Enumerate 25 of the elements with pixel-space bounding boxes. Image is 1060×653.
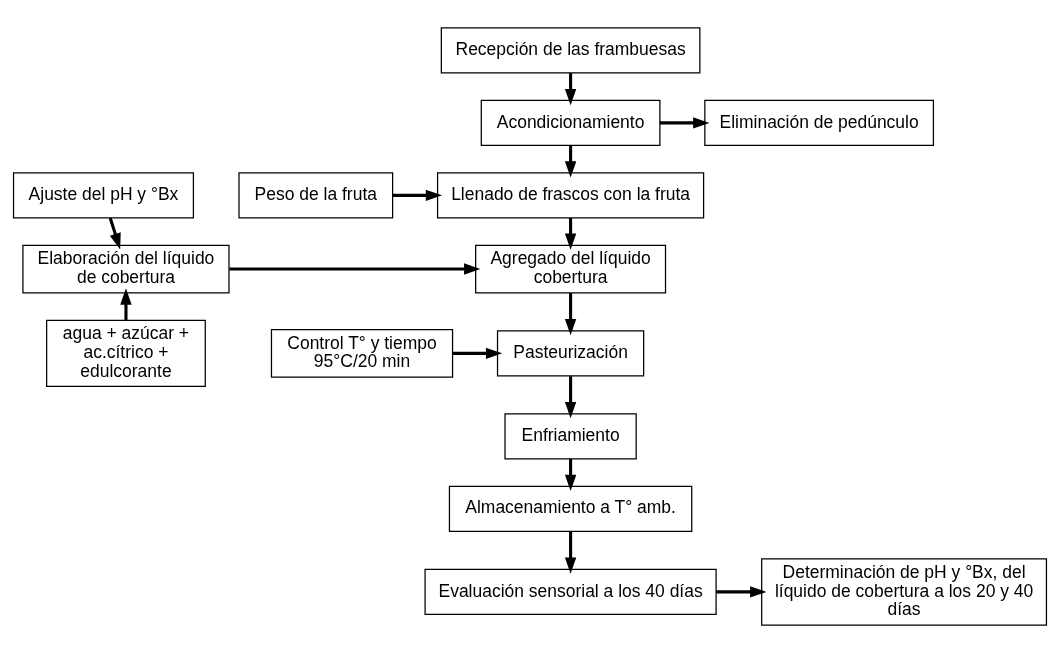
arrow <box>564 531 577 574</box>
arrow <box>564 376 577 419</box>
arrow <box>659 117 710 129</box>
node-box: Llenado de frascos con la fruta <box>436 172 705 219</box>
arrow <box>716 586 767 598</box>
node-box: Elaboración del líquido de cobertura <box>22 244 230 294</box>
arrow <box>108 217 121 250</box>
arrow <box>564 293 577 336</box>
arrow <box>120 288 132 320</box>
node-box: Enfriamiento <box>504 413 637 460</box>
node-box: Eliminación de pedúnculo <box>704 99 935 147</box>
arrow <box>392 189 443 202</box>
node-box: Ajuste del pH y °Bx <box>12 172 195 219</box>
arrow <box>229 263 481 275</box>
arrow <box>452 347 503 360</box>
node-box: Recepción de las frambuesas <box>440 27 701 74</box>
node-box: Control T° y tiempo 95°C/20 min <box>270 329 454 378</box>
node-box: Peso de la fruta <box>238 172 394 219</box>
node-box: Pasteurización <box>496 330 645 377</box>
node-box: Acondicionamiento <box>480 99 661 147</box>
node-box: agua + azúcar + ac.cítrico + edulcorante <box>46 319 206 388</box>
node-box: Agregado del líquido cobertura <box>475 244 667 294</box>
node-box: Determinación de pH y °Bx, del líquido de cobertura a los 20 y 40 días <box>761 558 1048 626</box>
node-box: Evaluación sensorial a los 40 días <box>424 568 717 615</box>
node-box: Almacenamiento a T° amb. <box>448 485 693 532</box>
